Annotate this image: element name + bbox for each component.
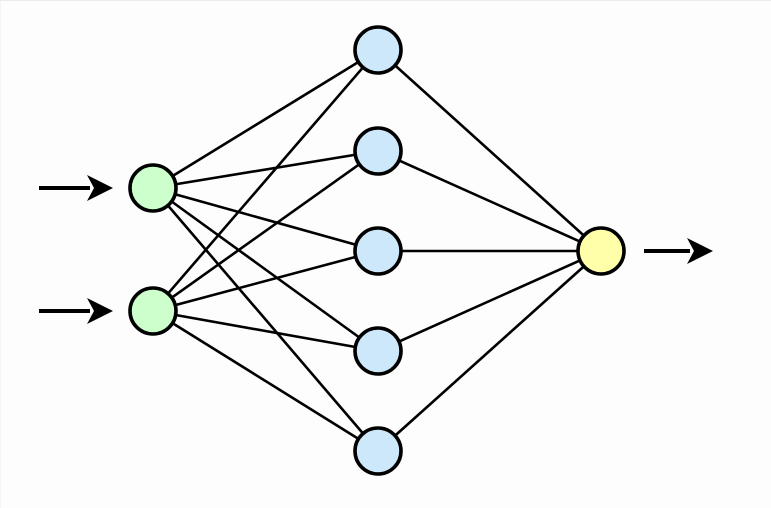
nodes-group — [128, 25, 626, 476]
input-arrow-1-head — [87, 175, 113, 201]
input-arrow-1-icon — [39, 175, 113, 201]
io-arrows-group — [39, 175, 713, 324]
edge-input-node-1-to-hidden-node-3 — [174, 192, 357, 247]
hidden-node-2[interactable] — [353, 126, 403, 176]
edge-input-node-1-to-hidden-node-4 — [170, 200, 361, 339]
input-arrow-2-head — [87, 298, 113, 324]
input-node-2[interactable] — [128, 286, 178, 336]
edge-input-node-1-to-hidden-node-5 — [166, 204, 365, 435]
edge-input-node-1-to-hidden-node-1 — [171, 60, 360, 178]
edge-hidden-node-2-to-output-node-1 — [398, 159, 581, 243]
edge-hidden-node-4-to-output-node-1 — [398, 259, 581, 343]
output-arrow-1-head — [687, 238, 713, 264]
edge-input-node-2-to-hidden-node-2 — [170, 163, 361, 299]
output-node-1[interactable] — [576, 226, 626, 276]
output-arrow-1-icon — [644, 238, 713, 264]
hidden-node-5[interactable] — [353, 426, 403, 476]
edge-hidden-node-1-to-output-node-1 — [394, 64, 585, 237]
hidden-node-1[interactable] — [353, 25, 403, 75]
hidden-node-3[interactable] — [353, 226, 403, 276]
edge-input-node-2-to-hidden-node-4 — [175, 313, 356, 349]
edge-hidden-node-5-to-output-node-1 — [394, 265, 585, 437]
hidden-node-4[interactable] — [353, 326, 403, 376]
input-node-1[interactable] — [128, 163, 178, 213]
input-arrow-2-icon — [39, 298, 113, 324]
edges-group — [166, 60, 585, 440]
edge-input-node-1-to-hidden-node-2 — [175, 153, 356, 186]
edge-input-node-2-to-hidden-node-5 — [171, 322, 360, 440]
edge-input-node-2-to-hidden-node-1 — [167, 66, 364, 295]
edge-input-node-2-to-hidden-node-3 — [174, 255, 357, 307]
